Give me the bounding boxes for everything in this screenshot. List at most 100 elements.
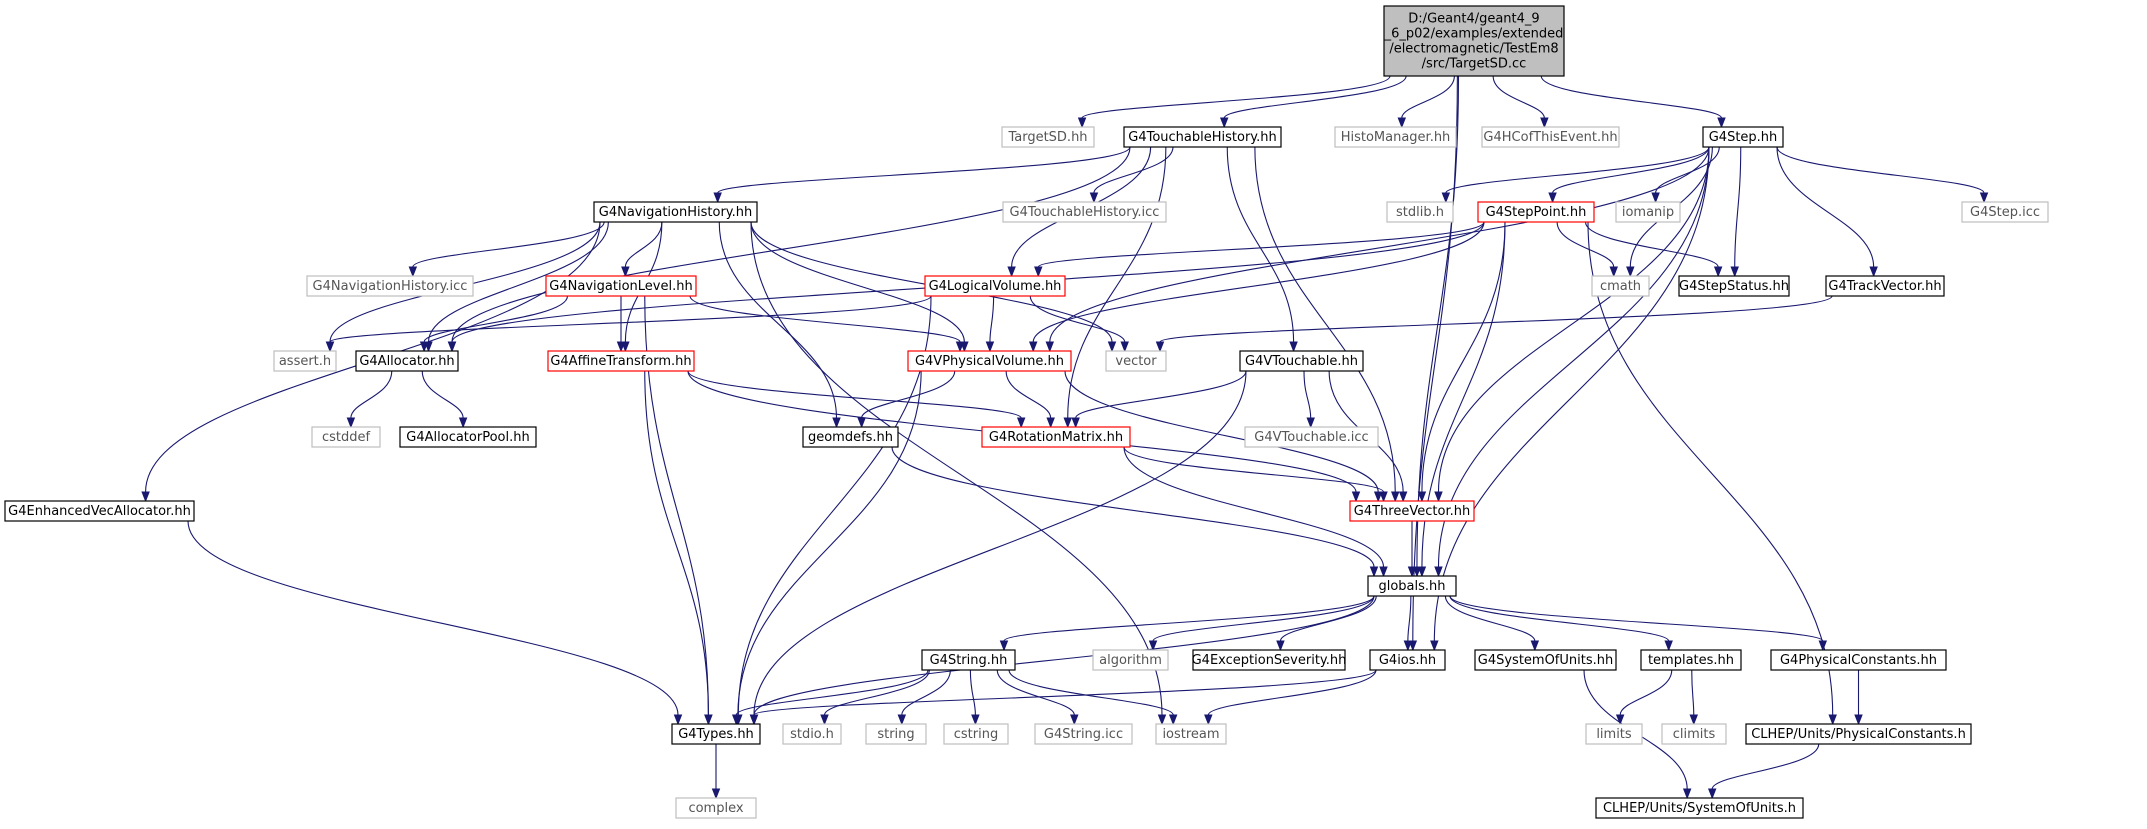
arrowhead-root-to-G4Step: [1717, 117, 1726, 129]
node-stdlib[interactable]: stdlib.h: [1386, 201, 1454, 223]
node-iomanip[interactable]: iomanip: [1615, 201, 1681, 223]
node-G4ios[interactable]: G4ios.hh: [1369, 649, 1446, 671]
node-G4TouchableHistoryIcc[interactable]: G4TouchableHistory.icc: [1002, 201, 1167, 223]
edge-root-to-TargetSD: [1081, 75, 1391, 119]
node-root[interactable]: D:/Geant4/geant4_9_6_p02/examples/extend…: [1383, 5, 1565, 77]
edge-G4String-to-G4StringIcc: [996, 669, 1075, 716]
edge-G4Allocator-to-cstddef: [350, 370, 393, 419]
node-string[interactable]: string: [865, 723, 927, 745]
arrowhead-G4String-to-stdio: [820, 714, 829, 726]
node-templates[interactable]: templates.hh: [1640, 649, 1742, 671]
edge-G4ios-to-G4Types: [753, 669, 1377, 716]
arrowhead-G4String-to-G4StringIcc: [1070, 714, 1079, 726]
node-label-assert: assert.h: [279, 354, 331, 369]
arrowhead-G4LogicalVolume-to-assert: [325, 341, 335, 353]
node-box-G4VTouchable: [1239, 350, 1364, 372]
node-G4SystemOfUnits[interactable]: G4SystemOfUnits.hh: [1474, 649, 1617, 671]
edge-G4StepPoint-to-G4LogicalVolume: [1037, 221, 1485, 268]
node-label-G4TrackVector: G4TrackVector.hh: [1828, 279, 1941, 294]
node-TargetSD[interactable]: TargetSD.hh: [1001, 126, 1095, 148]
arrowhead-G4NavigationHistory-to-iostream: [1157, 714, 1167, 726]
node-G4RotationMatrix[interactable]: G4RotationMatrix.hh: [981, 426, 1131, 448]
node-HistoManager[interactable]: HistoManager.hh: [1334, 126, 1457, 148]
arrowhead-G4VTouchable-to-G4VTouchableIcc: [1306, 417, 1315, 429]
node-G4Allocator[interactable]: G4Allocator.hh: [355, 350, 459, 372]
edge-G4LogicalVolume-to-G4Types: [737, 295, 932, 716]
node-G4ExceptionSeverity[interactable]: G4ExceptionSeverity.hh: [1192, 649, 1347, 671]
node-geomdefs[interactable]: geomdefs.hh: [802, 426, 899, 448]
node-complex[interactable]: complex: [675, 797, 757, 819]
node-G4PhysicalConstants[interactable]: G4PhysicalConstants.hh: [1770, 649, 1947, 671]
node-G4HCofThisEvent[interactable]: G4HCofThisEvent.hh: [1481, 126, 1620, 148]
node-label-G4VTouchableIcc: G4VTouchable.icc: [1254, 430, 1368, 445]
node-label-templates: templates.hh: [1648, 653, 1734, 668]
node-G4AllocatorPool[interactable]: G4AllocatorPool.hh: [399, 426, 537, 448]
node-G4StepPoint[interactable]: G4StepPoint.hh: [1477, 201, 1595, 223]
edge-globals-to-algorithm: [1152, 595, 1375, 642]
node-CLHEPPhysicalConstants[interactable]: CLHEP/Units/PhysicalConstants.h: [1745, 723, 1972, 745]
node-box-G4NavigationHistory: [593, 201, 758, 223]
node-label-globals: globals.hh: [1378, 579, 1445, 594]
arrowhead-root-to-TargetSD: [1077, 117, 1087, 129]
node-label-algorithm: algorithm: [1099, 653, 1162, 668]
node-label-G4NavigationLevel: G4NavigationLevel.hh: [549, 279, 692, 294]
node-G4String[interactable]: G4String.hh: [921, 649, 1016, 671]
node-G4NavigationLevel[interactable]: G4NavigationLevel.hh: [545, 275, 697, 297]
node-stdio[interactable]: stdio.h: [782, 723, 842, 745]
node-G4StepStatus[interactable]: G4StepStatus.hh: [1678, 275, 1790, 297]
node-G4NavigationHistory[interactable]: G4NavigationHistory.hh: [593, 201, 758, 223]
node-box-templates: [1640, 649, 1742, 671]
node-G4LogicalVolume[interactable]: G4LogicalVolume.hh: [924, 275, 1066, 297]
node-G4Step[interactable]: G4Step.hh: [1702, 126, 1784, 148]
node-globals[interactable]: globals.hh: [1367, 575, 1457, 597]
arrowhead-G4VTouchable-to-G4ThreeVector: [1398, 491, 1408, 503]
edge-G4ios-to-iostream: [1207, 669, 1377, 716]
node-limits[interactable]: limits: [1585, 723, 1643, 745]
node-cstring[interactable]: cstring: [943, 723, 1009, 745]
node-vector[interactable]: vector: [1105, 350, 1167, 372]
node-G4NavigationHistoryIcc[interactable]: G4NavigationHistory.icc: [306, 275, 474, 297]
node-label-string: string: [877, 727, 914, 742]
node-G4EnhancedVecAllocator[interactable]: G4EnhancedVecAllocator.hh: [4, 500, 195, 522]
arrowhead-G4NavigationLevel-to-G4AffineTransform: [616, 341, 626, 353]
edge-G4String-to-iostream: [1008, 669, 1174, 716]
node-iostream[interactable]: iostream: [1155, 723, 1227, 745]
edge-G4TouchableHistory-to-G4VTouchable: [1226, 146, 1295, 343]
edge-G4StepPoint-to-G4ThreeVector: [1421, 221, 1506, 493]
arrowhead-G4LogicalVolume-to-vector: [1120, 341, 1129, 353]
arrowhead-G4NavigationHistory-to-G4NavigationLevel: [621, 266, 630, 278]
arrowhead-G4TouchableHistory-to-G4VTouchable: [1289, 341, 1298, 353]
node-climits[interactable]: climits: [1661, 723, 1727, 745]
node-G4Types[interactable]: G4Types.hh: [671, 723, 761, 745]
node-CLHEPSystemOfUnits[interactable]: CLHEP/Units/SystemOfUnits.h: [1595, 797, 1804, 819]
node-G4StepIcc[interactable]: G4Step.icc: [1961, 201, 2049, 223]
node-cstddef[interactable]: cstddef: [311, 426, 381, 448]
arrowhead-G4TouchableHistory-to-G4LogicalVolume: [1007, 266, 1016, 278]
node-label-iostream: iostream: [1162, 727, 1219, 742]
node-box-G4ios: [1369, 649, 1446, 671]
edge-globals-to-G4ios: [1407, 595, 1412, 642]
node-cmath[interactable]: cmath: [1591, 275, 1650, 297]
edge-G4VPhysicalVolume-to-geomdefs: [861, 370, 956, 419]
node-G4ThreeVector[interactable]: G4ThreeVector.hh: [1349, 500, 1475, 522]
node-box-G4TouchableHistoryIcc: [1002, 201, 1167, 223]
node-G4VTouchableIcc[interactable]: G4VTouchable.icc: [1244, 426, 1379, 448]
node-label-geomdefs: geomdefs.hh: [808, 430, 893, 445]
node-box-G4TrackVector: [1825, 275, 1945, 297]
node-G4TouchableHistory[interactable]: G4TouchableHistory.hh: [1123, 126, 1282, 148]
node-G4StringIcc[interactable]: G4String.icc: [1034, 723, 1133, 745]
arrowhead-G4Step-to-cmath: [1626, 266, 1635, 278]
arrowhead-G4NavigationHistory-to-geomdefs: [832, 417, 841, 429]
node-label-TargetSD: TargetSD.hh: [1007, 130, 1087, 145]
edge-G4NavigationHistory-to-G4NavigationLevel: [624, 221, 663, 268]
node-assert[interactable]: assert.h: [273, 350, 337, 372]
node-G4VTouchable[interactable]: G4VTouchable.hh: [1239, 350, 1364, 372]
node-G4AffineTransform[interactable]: G4AffineTransform.hh: [547, 350, 695, 372]
arrowhead-G4StepPoint-to-G4LogicalVolume: [1034, 266, 1043, 278]
arrowhead-G4NavigationLevel-to-G4Allocator: [419, 341, 429, 353]
node-G4TrackVector[interactable]: G4TrackVector.hh: [1825, 275, 1945, 297]
node-algorithm[interactable]: algorithm: [1092, 649, 1169, 671]
node-G4VPhysicalVolume[interactable]: G4VPhysicalVolume.hh: [907, 350, 1072, 372]
arrowhead-globals-to-templates: [1664, 640, 1673, 652]
